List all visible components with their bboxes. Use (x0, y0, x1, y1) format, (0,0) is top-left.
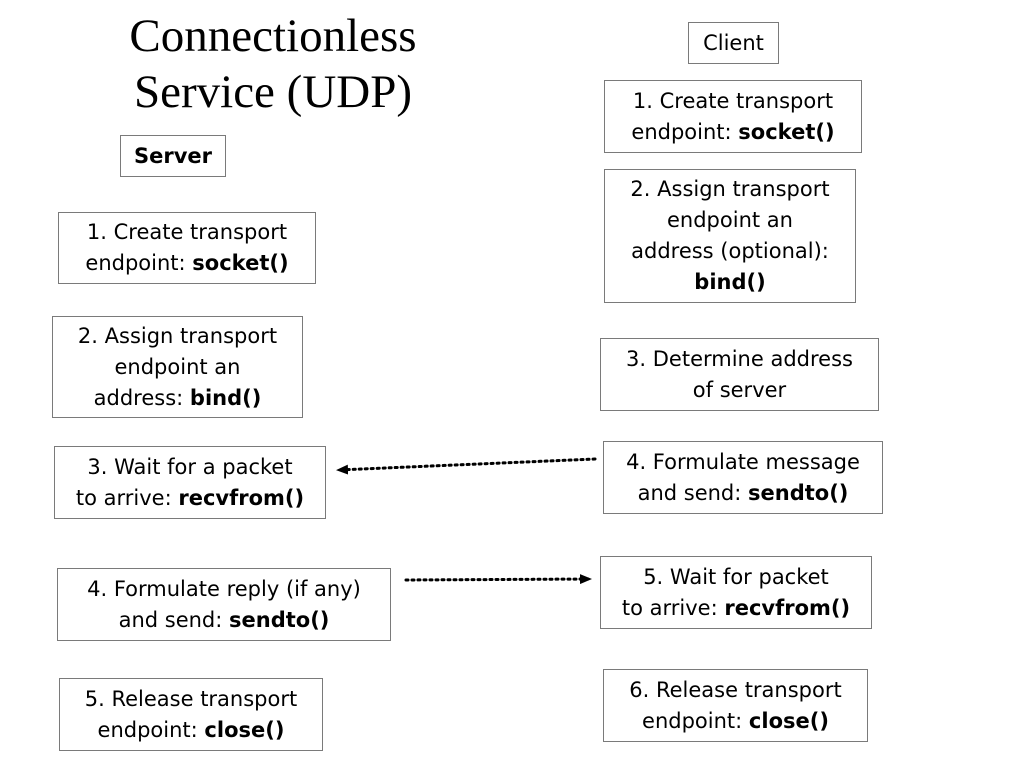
title-line-2: Service (UDP) (133, 66, 412, 118)
client-step-2: 2. Assign transport endpoint an address … (604, 169, 856, 303)
function-name: socket() (738, 119, 835, 144)
step-line: and send: (637, 480, 749, 505)
step-line: of server (692, 377, 787, 402)
function-name: close() (748, 708, 829, 733)
step-line: 6. Release transport (629, 677, 842, 702)
function-name: recvfrom() (724, 595, 851, 620)
step-line: 5. Release transport (84, 686, 298, 711)
step-line: 3. Wait for a packet (87, 454, 293, 479)
step-line: 4. Formulate reply (if any) (87, 576, 361, 601)
step-line: 2. Assign transport (630, 177, 830, 201)
step-line: to arrive: (621, 595, 725, 620)
client-step-5: 5. Wait for packet to arrive: recvfrom() (600, 556, 872, 629)
step-line: endpoint an (114, 354, 241, 379)
client-label-box: Client (688, 22, 779, 64)
step-line: 2. Assign transport (77, 323, 278, 348)
step-line: endpoint: (642, 708, 749, 733)
step-line: 1. Create transport (632, 88, 834, 113)
step-line: 3. Determine address (626, 346, 853, 371)
function-name: sendto() (229, 607, 330, 632)
server-step-5: 5. Release transport endpoint: close() (59, 678, 323, 751)
function-name: recvfrom() (178, 485, 305, 510)
function-name: bind() (694, 270, 766, 294)
server-step-4: 4. Formulate reply (if any) and send: se… (57, 568, 391, 641)
server-label-box: Server (120, 135, 226, 177)
function-name: socket() (192, 251, 289, 275)
server-step-2: 2. Assign transport endpoint an address:… (52, 316, 303, 418)
client-step-1: 1. Create transport endpoint: socket() (604, 80, 862, 153)
title-line-1: Connectionless (129, 10, 417, 62)
step-line: and send: (118, 607, 230, 632)
function-name: sendto() (748, 480, 849, 505)
step-line: 4. Formulate message (626, 449, 860, 474)
step-line: address (optional): (631, 239, 829, 263)
step-line: endpoint an (667, 208, 793, 232)
step-line: endpoint: (97, 717, 205, 742)
function-name: close() (204, 717, 285, 742)
arrow-server-reply-to-client-recv (404, 574, 592, 585)
diagram-title: Connectionless Service (UDP) (88, 8, 458, 120)
server-step-3: 3. Wait for a packet to arrive: recvfrom… (54, 446, 326, 519)
client-label: Client (703, 30, 764, 55)
client-step-3: 3. Determine address of server (600, 338, 879, 411)
step-line: address: (93, 385, 190, 410)
client-step-4: 4. Formulate message and send: sendto() (603, 441, 883, 514)
client-step-6: 6. Release transport endpoint: close() (603, 669, 868, 742)
step-line: endpoint: (631, 119, 739, 144)
arrow-client-send-to-server-recv (336, 457, 597, 475)
function-name: bind() (189, 385, 262, 410)
server-step-1: 1. Create transport endpoint: socket() (58, 212, 316, 284)
step-line: endpoint: (85, 251, 193, 275)
server-label: Server (133, 143, 212, 168)
step-line: to arrive: (75, 485, 179, 510)
step-line: 5. Wait for packet (643, 564, 829, 589)
step-line: 1. Create transport (86, 220, 288, 244)
